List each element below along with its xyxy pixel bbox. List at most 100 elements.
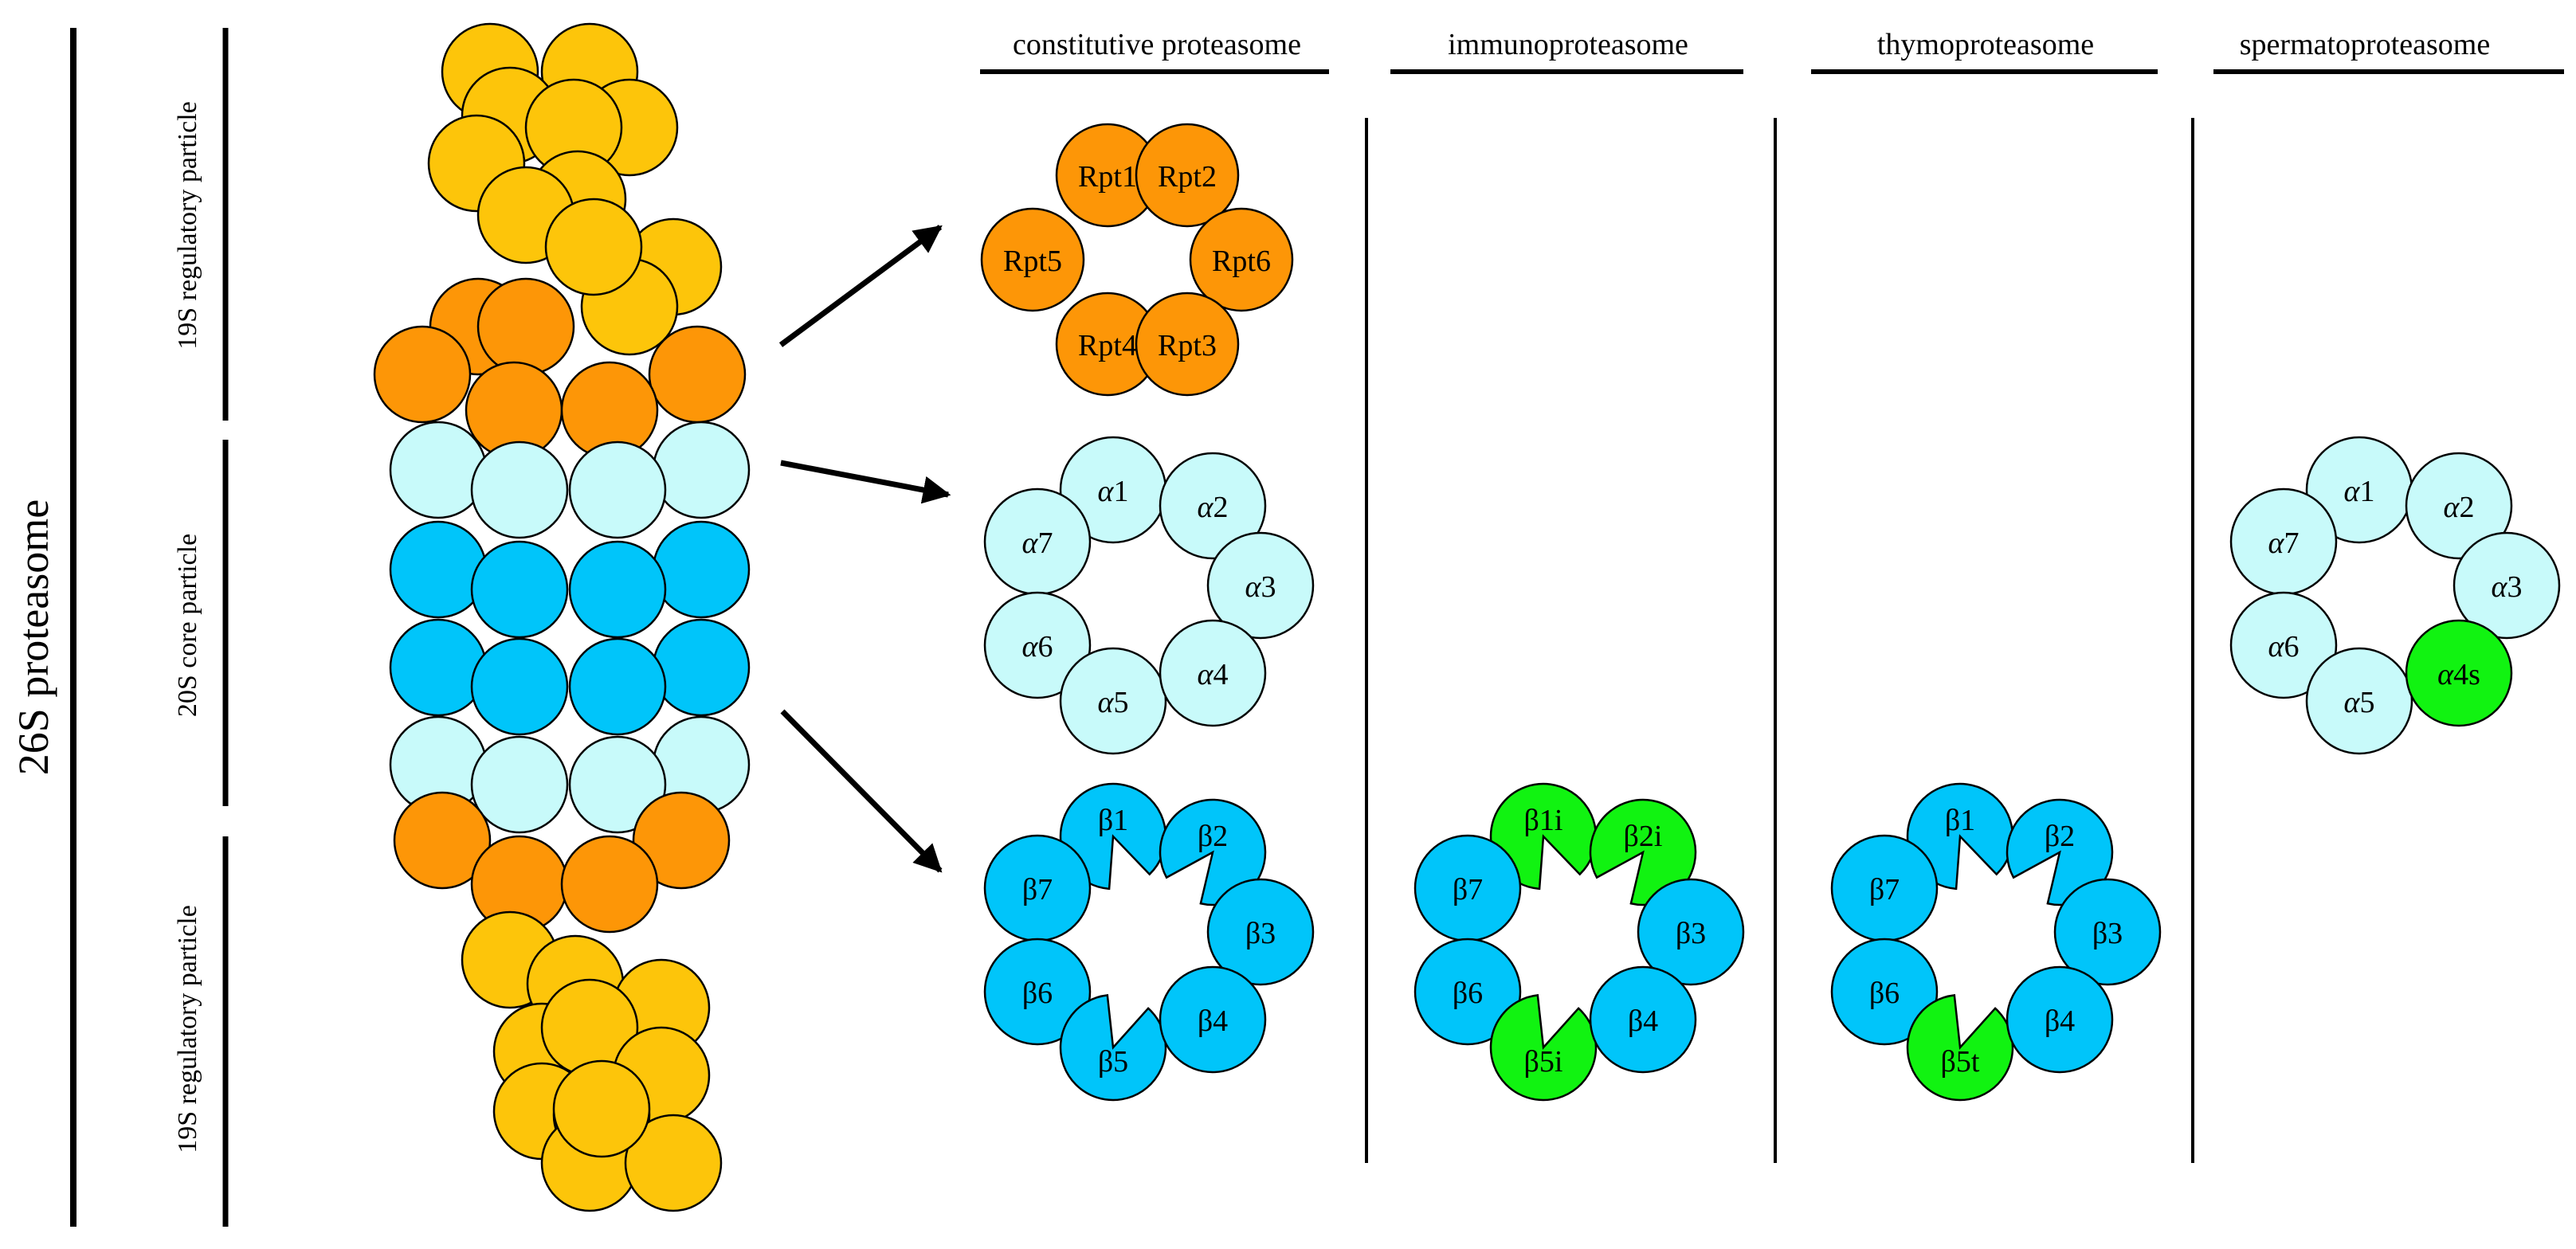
subunit-label: Rpt3 bbox=[1158, 329, 1217, 362]
subunit-label: α6 bbox=[1022, 630, 1053, 664]
beta-subunit: β7 bbox=[1413, 834, 1522, 942]
subunit-label: β1i bbox=[1524, 804, 1563, 837]
subunit-label: α1 bbox=[2344, 475, 2375, 508]
subunit-label: α5 bbox=[1098, 686, 1129, 719]
beta-subunit bbox=[568, 540, 667, 639]
subunit-label: β2i bbox=[1624, 820, 1663, 853]
arrow-to-beta-ring bbox=[780, 709, 943, 873]
beta-subunit bbox=[470, 540, 569, 639]
header-thymo: thymoproteasome bbox=[1877, 28, 2094, 61]
beta-subunit: β6 bbox=[1413, 938, 1522, 1046]
alpha-subunit: α3 bbox=[1206, 531, 1315, 640]
subunit-label: α2 bbox=[1198, 491, 1229, 524]
alpha-subunit bbox=[568, 735, 667, 834]
rpt-subunit: Rpt3 bbox=[1135, 292, 1240, 397]
subunit-label: β6 bbox=[1453, 977, 1483, 1010]
subunit-label: β3 bbox=[1245, 917, 1276, 950]
subunit-label: β2 bbox=[2045, 820, 2075, 853]
header-constitutive: constitutive proteasome bbox=[1013, 28, 1301, 61]
beta-subunit: β7 bbox=[983, 834, 1092, 942]
beta-subunit: β4 bbox=[2006, 965, 2114, 1074]
subunit-label: β7 bbox=[1869, 873, 1900, 906]
subunit-label: β7 bbox=[1022, 873, 1053, 906]
base-subunit bbox=[373, 325, 472, 424]
base-subunit bbox=[648, 325, 747, 424]
base-subunit bbox=[632, 791, 731, 890]
alpha-subunit: α5 bbox=[2305, 647, 2413, 755]
subunit-shape bbox=[1206, 878, 1315, 986]
subunit-label: Rpt6 bbox=[1212, 245, 1271, 278]
subunit-circle bbox=[2452, 531, 2561, 640]
subunit-label: β7 bbox=[1453, 873, 1483, 906]
subunit-shape bbox=[1830, 938, 1939, 1046]
header-spermato: spermatoproteasome bbox=[2240, 28, 2490, 61]
subunit-label: α5 bbox=[2344, 686, 2375, 719]
subunit-label: α3 bbox=[1245, 570, 1276, 604]
base-subunit bbox=[476, 277, 575, 376]
subunit-label: Rpt2 bbox=[1158, 160, 1217, 194]
beta-subunit: β6 bbox=[983, 938, 1092, 1046]
subunit-label: α2 bbox=[2444, 491, 2475, 524]
subunit-circle bbox=[983, 591, 1092, 699]
alpha-subunit: α5 bbox=[1059, 647, 1167, 755]
subunit-label: β1 bbox=[1098, 804, 1128, 837]
beta-subunit bbox=[652, 520, 751, 619]
alpha-subunit bbox=[389, 421, 488, 519]
lid-subunit bbox=[624, 1114, 723, 1212]
alpha-subunit: α7 bbox=[983, 487, 1092, 596]
alpha-subunit: α4 bbox=[1159, 619, 1267, 727]
main-label: 26S proteasome bbox=[10, 499, 57, 775]
subunit-label: β3 bbox=[1676, 917, 1706, 950]
beta-subunit: β4 bbox=[1589, 965, 1697, 1074]
beta-subunit: β4 bbox=[1159, 965, 1267, 1074]
base-subunit bbox=[560, 835, 659, 934]
subunit-label: β2 bbox=[1198, 820, 1228, 853]
subunit-circle bbox=[1135, 123, 1240, 228]
subunit-label: β4 bbox=[2045, 1004, 2075, 1038]
subunit-shape bbox=[1589, 965, 1697, 1074]
lid-subunit bbox=[544, 198, 643, 296]
subunit-circle bbox=[1059, 647, 1167, 755]
subunit-circle bbox=[1159, 452, 1267, 560]
subunit-label: α4 bbox=[1198, 658, 1229, 691]
subunit-label: Rpt4 bbox=[1078, 329, 1137, 362]
base-subunit bbox=[393, 791, 492, 890]
subunit-label: α7 bbox=[1022, 527, 1053, 560]
subunit-label: β6 bbox=[1022, 977, 1053, 1010]
rp-top-label: 19S regulatory particle bbox=[173, 101, 202, 350]
subunit-label: β6 bbox=[1869, 977, 1900, 1010]
beta-subunit bbox=[568, 637, 667, 736]
arrow-to-alpha-ring bbox=[780, 460, 951, 504]
subunit-circle bbox=[2405, 619, 2513, 727]
lid-subunit bbox=[552, 1059, 651, 1158]
subunit-label: β3 bbox=[2092, 917, 2123, 950]
beta-subunit: β3 bbox=[1637, 878, 1745, 986]
beta-subunit: β6 bbox=[1830, 938, 1939, 1046]
subunit-label: β4 bbox=[1628, 1004, 1658, 1038]
beta-subunit bbox=[389, 618, 488, 717]
alpha-subunit: α6 bbox=[983, 591, 1092, 699]
subunit-circle bbox=[1189, 207, 1294, 312]
subunit-shape bbox=[2053, 878, 2162, 986]
beta-subunit: β3 bbox=[2053, 878, 2162, 986]
proteasome-stack bbox=[373, 22, 751, 1212]
alpha-subunit bbox=[568, 440, 667, 539]
subunit-circle bbox=[1206, 531, 1315, 640]
beta-subunit: β5t bbox=[1906, 994, 2014, 1102]
subunit-shape bbox=[983, 938, 1092, 1046]
alpha-subunit: α2 bbox=[1159, 452, 1267, 560]
subunit-circle bbox=[1159, 619, 1267, 727]
alpha-subunit: α6 bbox=[2229, 591, 2338, 699]
rpt-subunit: Rpt2 bbox=[1135, 123, 1240, 228]
subunit-label: α7 bbox=[2268, 527, 2300, 560]
arrow-to-rpt-ring bbox=[778, 225, 943, 347]
subunit-shape bbox=[1637, 878, 1745, 986]
beta-subunit bbox=[470, 637, 569, 736]
rpt-subunit: Rpt5 bbox=[980, 207, 1085, 312]
subunit-label: β5t bbox=[1941, 1045, 1980, 1079]
alpha-subunit: α3 bbox=[2452, 531, 2561, 640]
